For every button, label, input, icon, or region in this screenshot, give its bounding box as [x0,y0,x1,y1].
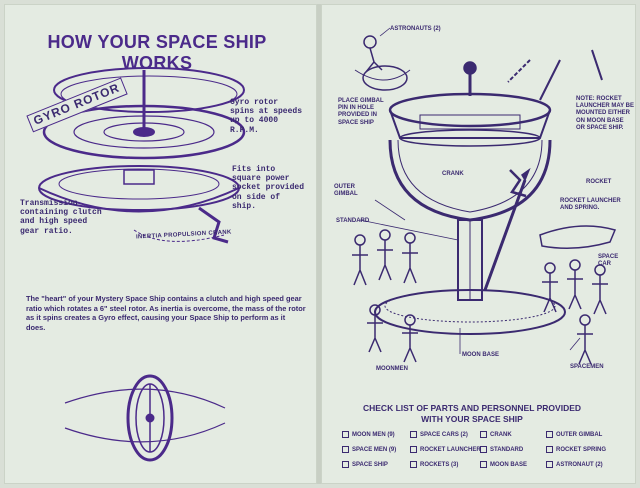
checklist-item[interactable]: CRANK [480,431,512,438]
label-moonmen: MOONMEN [376,366,408,372]
label-standard: STANDARD [336,218,370,224]
checklist-item[interactable]: ROCKETS (3) [410,461,458,468]
checkbox[interactable] [410,431,417,438]
label-crank: CRANK [442,171,464,177]
label-moon-base: MOON BASE [462,352,500,358]
checkbox[interactable] [480,461,487,468]
checklist-item[interactable]: SPACE SHIP [342,461,388,468]
label-rocket-launcher: ROCKET LAUNCHER AND SPRING. [560,198,621,212]
gyro-speed-text: Gyro rotor spins at speeds up to 4000 R.… [230,98,303,135]
checklist-title: CHECK LIST OF PARTS AND PERSONNEL PROVID… [332,403,612,424]
power-socket-text: Fits into square power socket provided o… [232,165,305,211]
checkbox[interactable] [546,431,553,438]
checklist-item[interactable]: OUTER GIMBAL [546,431,602,438]
label-rocket: ROCKET [586,179,612,185]
checklist-title-line2: WITH YOUR SPACE SHIP [421,413,523,424]
checkbox[interactable] [480,431,487,438]
checklist-item[interactable]: ROCKET SPRING [546,446,606,453]
transmission-text: Transmission containing clutch and high … [20,199,102,236]
checkbox[interactable] [410,446,417,453]
checkbox[interactable] [546,446,553,453]
checkbox[interactable] [342,461,349,468]
label-note: NOTE: ROCKET LAUNCHER MAY BE MOUNTED EIT… [576,96,635,131]
page-spine [317,4,321,484]
label-astronauts: ASTRONAUTS (2) [390,26,441,32]
heart-paragraph: The "heart" of your Mystery Space Ship c… [26,294,306,332]
checklist-item[interactable]: MOON BASE [480,461,527,468]
label-space-car: SPACE CAR [598,254,619,268]
checkbox[interactable] [546,461,553,468]
checkbox[interactable] [480,446,487,453]
spinning-ship-illustration [64,374,226,462]
checkbox[interactable] [410,461,417,468]
label-outer-gimbal: OUTER GIMBAL [334,184,358,198]
label-spacemen: SPACEMEN [570,364,604,370]
checklist-item[interactable]: ROCKET LAUNCHER [410,446,481,453]
checklist-item[interactable]: SPACE MEN (9) [342,446,396,453]
checklist-item[interactable]: STANDARD [480,446,523,453]
checkbox[interactable] [342,431,349,438]
assembly-diagram [352,27,617,365]
checklist-item[interactable]: MOON MEN (9) [342,431,395,438]
right-page [321,4,636,484]
checklist-title-line1: CHECK LIST OF PARTS AND PERSONNEL PROVID… [362,403,582,413]
gyro-rotor-diagram [38,67,246,244]
label-place-gimbal: PLACE GIMBAL PIN IN HOLE PROVIDED IN SPA… [338,98,384,126]
checklist-item[interactable]: ASTRONAUT (2) [546,461,603,468]
checklist-item[interactable]: SPACE CARS (2) [410,431,468,438]
checkbox[interactable] [342,446,349,453]
